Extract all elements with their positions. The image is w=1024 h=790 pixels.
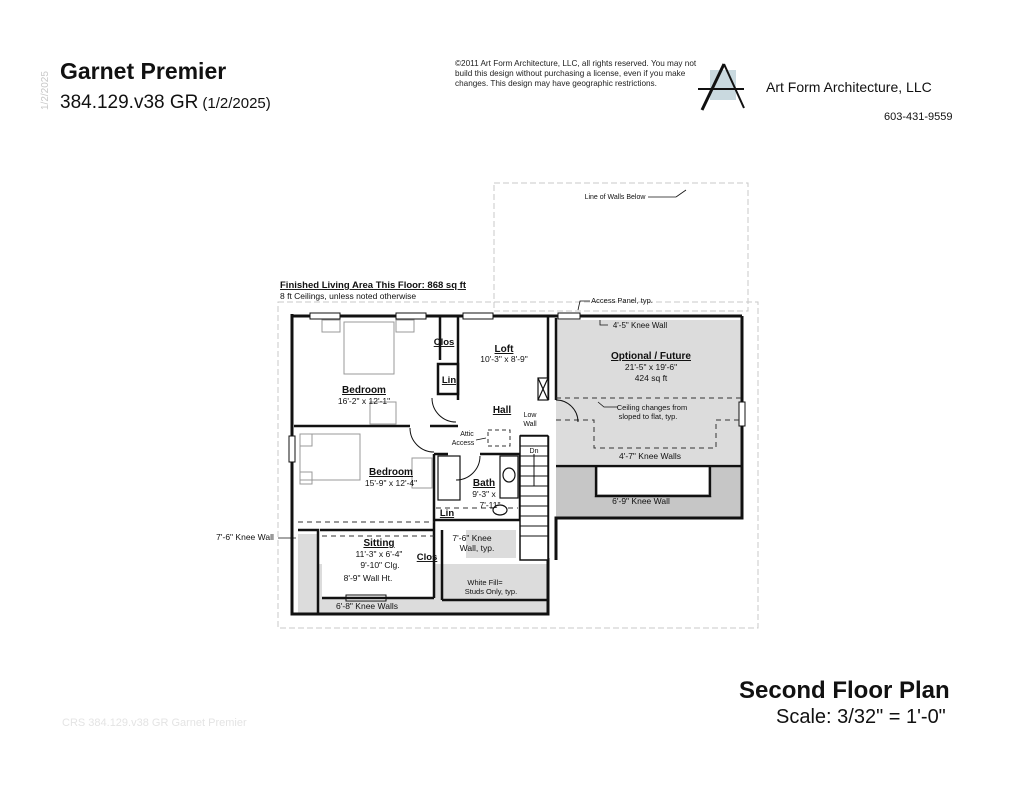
svg-text:Loft: Loft <box>495 344 515 355</box>
plan-number: 384.129.v38 GR(1/2/2025) <box>60 92 271 114</box>
svg-text:4'-5" Knee Wall: 4'-5" Knee Wall <box>613 321 668 330</box>
svg-text:Lin: Lin <box>442 375 456 386</box>
svg-text:Clos: Clos <box>417 552 438 563</box>
svg-text:sloped to flat, typ.: sloped to flat, typ. <box>619 412 678 421</box>
svg-text:7'-6" Knee: 7'-6" Knee <box>452 533 491 543</box>
svg-text:9'-3" x: 9'-3" x <box>472 489 496 499</box>
svg-text:8 ft Ceilings, unless noted ot: 8 ft Ceilings, unless noted otherwise <box>280 291 416 301</box>
svg-text:Access Panel, typ.: Access Panel, typ. <box>591 296 653 305</box>
svg-text:10'-3" x 8'-9": 10'-3" x 8'-9" <box>480 354 528 364</box>
svg-text:Lin: Lin <box>440 508 454 519</box>
svg-text:9'-10" Clg.: 9'-10" Clg. <box>360 560 399 570</box>
copyright-notice: ©2011 Art Form Architecture, LLC, all ri… <box>455 59 697 88</box>
svg-text:Clos: Clos <box>434 337 455 348</box>
svg-text:Dn: Dn <box>530 448 539 455</box>
plan-name: Garnet Premier <box>60 58 227 84</box>
svg-text:Access: Access <box>452 440 475 447</box>
company-name: Art Form Architecture, LLC <box>766 79 932 95</box>
svg-text:Low: Low <box>524 412 538 419</box>
company-phone: 603-431-9559 <box>884 111 953 123</box>
svg-text:Finished Living Area This Floo: Finished Living Area This Floor: 868 sq … <box>280 280 467 291</box>
plan-number-text: 384.129.v38 GR <box>60 92 199 113</box>
svg-text:21'-5" x 19'-6": 21'-5" x 19'-6" <box>625 362 677 372</box>
svg-text:Bath: Bath <box>473 478 495 489</box>
svg-text:16'-2" x 12'-1": 16'-2" x 12'-1" <box>338 396 390 406</box>
svg-text:6'-9" Knee Wall: 6'-9" Knee Wall <box>612 496 670 506</box>
watermark: CRS 384.129.v38 GR Garnet Premier <box>62 717 247 729</box>
svg-text:Bedroom: Bedroom <box>369 467 413 478</box>
svg-text:7'-6" Knee Wall: 7'-6" Knee Wall <box>216 532 274 542</box>
svg-text:7'-11": 7'-11" <box>479 500 500 510</box>
company-logo-icon <box>698 63 745 111</box>
svg-text:White Fill=: White Fill= <box>467 578 503 587</box>
drawing-scale: Scale: 3/32" = 1'-0" <box>776 706 946 728</box>
svg-text:Bedroom: Bedroom <box>342 385 386 396</box>
svg-text:424 sq ft: 424 sq ft <box>635 373 668 383</box>
svg-text:Sitting: Sitting <box>363 538 394 549</box>
svg-text:6'-8" Knee Walls: 6'-8" Knee Walls <box>336 601 398 611</box>
svg-text:Attic: Attic <box>460 431 474 438</box>
svg-text:15'-9" x 12'-4": 15'-9" x 12'-4" <box>365 478 417 488</box>
plan-date: (1/2/2025) <box>202 95 271 112</box>
svg-text:Line of Walls Below: Line of Walls Below <box>585 194 647 201</box>
svg-text:11'-3" x 6'-4": 11'-3" x 6'-4" <box>356 549 403 559</box>
svg-text:Hall: Hall <box>493 405 512 416</box>
svg-text:Studs Only, typ.: Studs Only, typ. <box>465 587 517 596</box>
svg-text:Wall, typ.: Wall, typ. <box>460 543 495 553</box>
svg-text:Wall: Wall <box>523 421 537 428</box>
svg-text:Ceiling changes from: Ceiling changes from <box>617 403 687 412</box>
svg-text:8'-9" Wall Ht.: 8'-9" Wall Ht. <box>344 573 393 583</box>
svg-text:4'-7" Knee Walls: 4'-7" Knee Walls <box>619 451 681 461</box>
svg-text:Optional / Future: Optional / Future <box>611 351 691 362</box>
drawing-title: Second Floor Plan <box>739 677 950 704</box>
